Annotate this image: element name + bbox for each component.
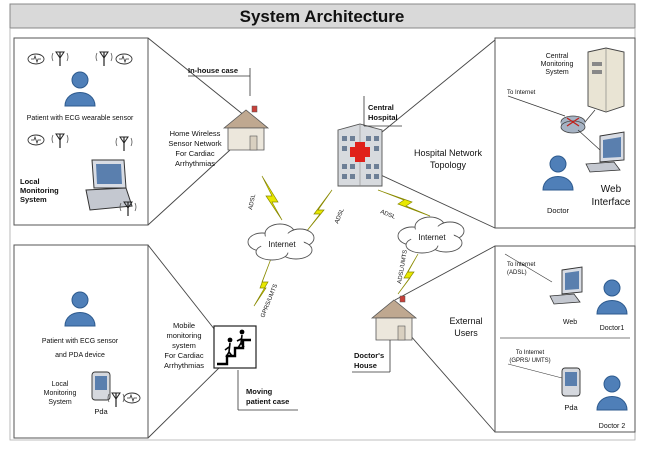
diagram-title: System Architecture xyxy=(240,7,405,26)
local-system-line2: Monitoring xyxy=(20,186,59,195)
moving-case-line1: Moving xyxy=(246,387,273,396)
adsl-bolt-home xyxy=(261,175,283,221)
to-internet-label: To Internet xyxy=(507,90,536,96)
adsl-umts-label: ADSL/UMTS xyxy=(397,249,409,284)
internet-left-label: Internet xyxy=(268,240,296,249)
outer-frame xyxy=(9,28,636,441)
adsl-umts-bolt xyxy=(397,253,419,295)
doctor-label: Doctor xyxy=(547,206,570,215)
to-internet-gprs-line2: (GPRS/ UMTS) xyxy=(509,358,550,364)
mobile-line2: monitoring xyxy=(166,331,201,340)
mobile-line5: Arrhythmias xyxy=(164,361,204,370)
web-interface-line1: Web xyxy=(601,184,622,195)
gprs-umts-label: GPRS/UMTS xyxy=(260,283,279,318)
ecg-sensor-icon xyxy=(27,134,45,146)
home-network-line4: Arrhythmias xyxy=(175,159,215,168)
ecg-sensor-icon xyxy=(115,53,133,65)
external-users-line2: Users xyxy=(454,328,478,338)
internet-right-label: Internet xyxy=(418,233,446,242)
mobile-line1: Mobile xyxy=(173,321,195,330)
central-hospital-line1: Central xyxy=(368,103,394,112)
home-network-line2: Sensor Network xyxy=(168,139,222,148)
wireless-links xyxy=(253,175,431,307)
adsl-hospital-right-label: ADSL xyxy=(379,209,396,221)
adsl-bolt-hospital xyxy=(305,189,333,233)
web-monitor-icon xyxy=(549,266,583,305)
pda-right-label: Pda xyxy=(564,403,578,412)
stairs-walking-icon xyxy=(213,325,257,369)
hospital-building-icon xyxy=(337,123,383,187)
patient-pda-line2: and PDA device xyxy=(55,352,105,359)
in-house-case-label: In-house case xyxy=(188,66,238,75)
local-system-line1: Local xyxy=(20,177,40,186)
web-label: Web xyxy=(563,319,577,326)
home-network-line3: For Cardiac xyxy=(175,149,214,158)
bl-local-line2: Monitoring xyxy=(44,390,77,397)
cms-line2: Monitoring xyxy=(541,61,574,68)
cms-line1: Central xyxy=(546,53,569,60)
monitor-icon xyxy=(585,131,625,173)
panel-mobile-patient xyxy=(13,244,149,439)
adsl-home-label: ADSL xyxy=(248,193,257,210)
pda-device-icon xyxy=(561,367,581,397)
home-house-icon xyxy=(223,105,269,151)
bl-local-line1: Local xyxy=(52,381,69,388)
ecg-sensor-icon xyxy=(27,53,45,65)
patient-label: Patient with ECG wearable sensor xyxy=(27,115,134,122)
local-system-line3: System xyxy=(20,195,47,204)
cms-line3: System xyxy=(545,69,569,76)
mobile-line4: For Cardiac xyxy=(164,351,203,360)
doctors-house-line2: House xyxy=(354,361,377,370)
title-bar xyxy=(9,3,636,29)
home-network-line1: Home Wireless xyxy=(170,129,221,138)
doctors-house-icon xyxy=(371,295,417,341)
central-hospital-line2: Hospital xyxy=(368,113,398,122)
to-internet-adsl-line2: (ADSL) xyxy=(507,270,527,276)
mobile-line3: system xyxy=(172,341,196,350)
hospital-topology-line1: Hospital Network xyxy=(414,148,483,158)
doctors-house-line1: Doctor's xyxy=(354,351,384,360)
external-users-line1: External xyxy=(449,316,482,326)
ecg-sensor-icon xyxy=(123,392,141,404)
to-internet-adsl-line1: To Internet xyxy=(507,262,536,268)
adsl-hospital-label: ADSL xyxy=(334,207,346,224)
adsl-bolt-hospital-right xyxy=(377,189,431,217)
gprs-umts-bolt xyxy=(253,255,273,307)
to-internet-gprs-line1: To Internet xyxy=(516,350,545,356)
doctor1-label: Doctor1 xyxy=(600,325,625,332)
web-interface-line2: Interface xyxy=(592,197,631,208)
pda-icon xyxy=(91,371,111,401)
moving-case-line2: patient case xyxy=(246,397,289,406)
pda-label: Pda xyxy=(94,407,108,416)
patient-pda-line1: Patient with ECG sensor xyxy=(42,338,119,345)
hospital-topology-line2: Topology xyxy=(430,160,467,170)
router-icon xyxy=(560,115,586,134)
server-tower-icon xyxy=(587,47,625,113)
doctor2-label: Doctor 2 xyxy=(599,423,626,430)
bl-local-line3: System xyxy=(48,399,72,406)
